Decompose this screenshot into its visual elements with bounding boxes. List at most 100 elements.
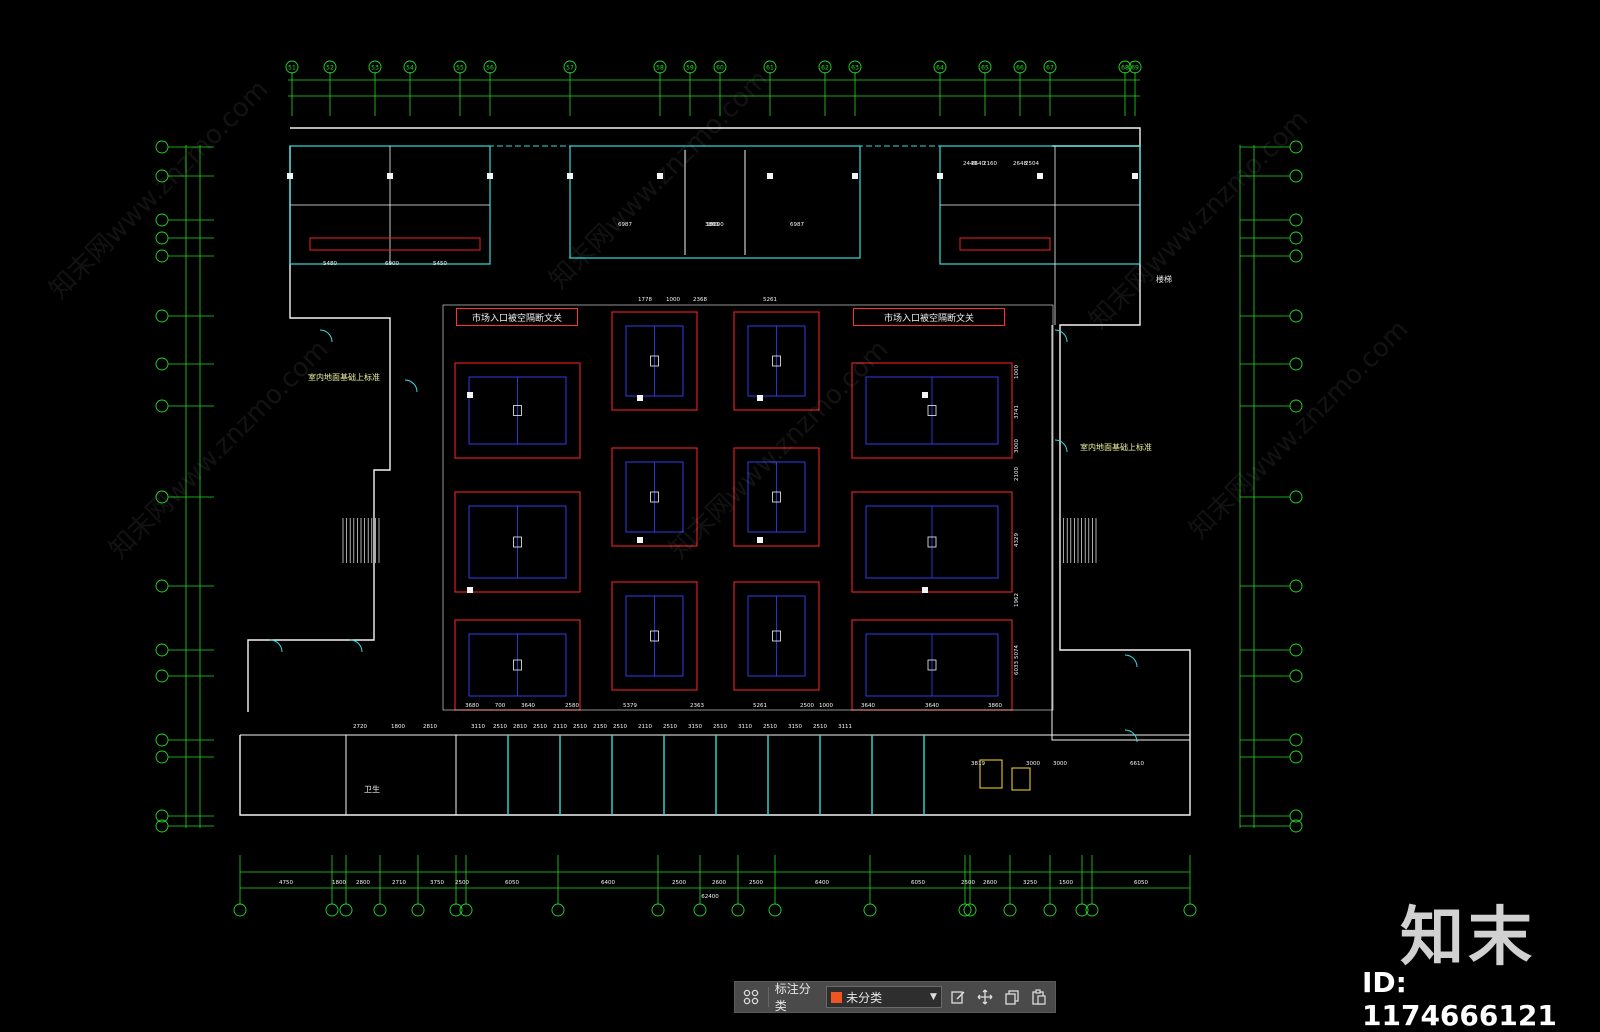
- dimension-text: 2500: [961, 880, 975, 886]
- dimension-text: 5480: [323, 261, 337, 267]
- booth-outline: [611, 447, 698, 547]
- axis-bubble-top: [1043, 60, 1057, 74]
- axis-bubble-label: 65: [981, 65, 989, 72]
- market-booth: [851, 619, 1013, 711]
- dimension-text: 700: [495, 703, 506, 709]
- booth-outline: [611, 581, 698, 691]
- dimension-text-vertical: 3000: [1014, 439, 1020, 453]
- watermark-site-text: 知末网www.znzmo.com: [44, 74, 275, 305]
- dimension-text: 6050: [1134, 880, 1148, 886]
- dimension-text: 5261: [763, 297, 777, 303]
- dimension-text: 2600: [983, 880, 997, 886]
- dimension-text: 2510: [613, 724, 627, 730]
- dimension-text: 3640: [861, 703, 875, 709]
- axis-bubble-top: [368, 60, 382, 74]
- dimension-text: 2510: [813, 724, 827, 730]
- axis-bubble-bottom: [1183, 903, 1197, 917]
- structural-column: [637, 537, 643, 543]
- axis-bubble-right: [1289, 249, 1303, 263]
- watermark-logo: 知末: [1400, 901, 1536, 975]
- dimension-text: 2500: [455, 880, 469, 886]
- inner-wall-right: [1051, 325, 1190, 741]
- dimension-text: 1800: [391, 724, 405, 730]
- dimension-text: 5450: [433, 261, 447, 267]
- market-booth: [733, 447, 820, 547]
- dimension-text: 4750: [279, 880, 293, 886]
- chevron-down-icon: ▼: [929, 992, 937, 1002]
- dimension-text: 1800: [332, 880, 346, 886]
- dimension-text: 6610: [1130, 761, 1144, 767]
- dimension-text: 3000: [1026, 761, 1040, 767]
- structural-column: [487, 173, 493, 179]
- grid-icon[interactable]: [741, 986, 762, 1008]
- booth-column: [927, 405, 937, 416]
- office-desk: [1011, 767, 1031, 791]
- booth-column: [513, 536, 522, 548]
- dimension-text: 6900: [385, 261, 399, 267]
- booth-column: [650, 491, 659, 503]
- structural-column: [922, 587, 928, 593]
- dimension-text: 3150: [688, 724, 702, 730]
- market-booth: [611, 447, 698, 547]
- annotation-category-select[interactable]: 未分类 ▼: [826, 986, 942, 1008]
- market-booth: [733, 581, 820, 691]
- stair-label: 楼梯: [1156, 275, 1172, 284]
- dimension-text: 2160: [983, 161, 997, 167]
- dimension-text-vertical: 1962: [1014, 593, 1020, 607]
- annotation-category-label: 标注分类: [774, 982, 811, 1013]
- axis-bubble-left: [155, 140, 169, 154]
- dimension-text: 3150: [788, 724, 802, 730]
- outer-wall-right: [239, 146, 1191, 816]
- axis-bubble-right: [1289, 579, 1303, 593]
- axis-bubble-left: [155, 249, 169, 263]
- dimension-text: 2710: [392, 880, 406, 886]
- axis-bubble-label: 64: [936, 65, 944, 72]
- dimension-text: 1500: [1059, 880, 1073, 886]
- axis-bubble-right: [1289, 231, 1303, 245]
- market-booth: [454, 491, 581, 593]
- structural-column: [757, 537, 763, 543]
- copy-icon[interactable]: [1001, 986, 1022, 1008]
- dimension-text: 2510: [663, 724, 677, 730]
- dimension-text: 2510: [493, 724, 507, 730]
- booth-column: [650, 630, 659, 642]
- entrance-label-left: 市场入口被空隔断文关: [456, 308, 578, 326]
- dimension-text: 2504: [1025, 161, 1039, 167]
- move-icon[interactable]: [975, 986, 996, 1008]
- axis-bubble-top: [1118, 60, 1132, 74]
- dimension-text-vertical: 1000: [1014, 365, 1020, 379]
- axis-bubble-bottom: [693, 903, 707, 917]
- door-swing: [1054, 439, 1068, 453]
- dimension-text: 3680: [465, 703, 479, 709]
- axis-bubble-top: [323, 60, 337, 74]
- structural-column: [467, 392, 473, 398]
- axis-bubble-bottom: [1043, 903, 1057, 917]
- dimension-text: 6050: [911, 880, 925, 886]
- watermark-site-text: 知末网www.znzmo.com: [104, 334, 335, 565]
- dimension-text: 3000: [1053, 761, 1067, 767]
- edit-icon[interactable]: [948, 986, 969, 1008]
- axis-bubble-bottom: [233, 903, 247, 917]
- dimension-text: 3750: [430, 880, 444, 886]
- axis-bubble-top: [848, 60, 862, 74]
- axis-bubble-top: [763, 60, 777, 74]
- dimension-text: 18800: [706, 222, 724, 228]
- structural-column: [387, 173, 393, 179]
- dimension-text-vertical: 5074: [1014, 645, 1020, 659]
- dimension-text: 2500: [749, 880, 763, 886]
- axis-bubble-label: 63: [851, 65, 859, 72]
- paste-icon[interactable]: [1028, 986, 1049, 1008]
- dimension-text: 5261: [753, 703, 767, 709]
- structural-column: [1132, 173, 1138, 179]
- dimension-text: 3111: [838, 724, 852, 730]
- structural-column: [567, 173, 573, 179]
- axis-bubble-top: [713, 60, 727, 74]
- axis-bubble-label: 55: [456, 65, 464, 72]
- axis-bubble-bottom: [863, 903, 877, 917]
- axis-bubble-label: 68: [1121, 65, 1129, 72]
- outer-wall-left: [247, 146, 391, 712]
- axis-bubble-bottom: [958, 903, 972, 917]
- category-select-value: 未分类: [846, 990, 883, 1005]
- axis-bubble-bottom: [731, 903, 745, 917]
